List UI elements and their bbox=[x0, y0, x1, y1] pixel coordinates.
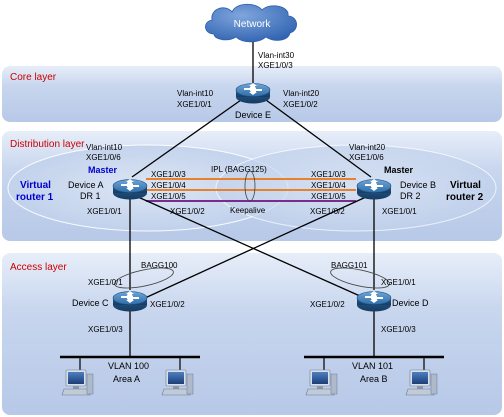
virtual-router-2-label-line1: Virtual bbox=[450, 180, 481, 191]
virtual-router-1-label-line2: router 1 bbox=[16, 192, 54, 203]
area-a-vlan-label: VLAN 100 bbox=[108, 361, 149, 371]
device-c-router-icon bbox=[112, 290, 148, 312]
b-up-port-label: XGE1/0/6 bbox=[349, 153, 384, 162]
d-up-port-1: XGE1/0/1 bbox=[381, 278, 416, 287]
link-e-b bbox=[265, 99, 372, 178]
virtual-router-1-label-line1: Virtual bbox=[20, 180, 51, 191]
device-d-name: Device D bbox=[392, 298, 429, 308]
keepalive-label: Keepalive bbox=[230, 206, 266, 215]
network-label: Network bbox=[234, 19, 272, 30]
pc-icon-area-a-1 bbox=[61, 369, 94, 396]
distribution-layer-title: Distribution layer bbox=[10, 139, 85, 150]
link-a-d bbox=[137, 196, 361, 297]
ipl-aggregation-mark bbox=[244, 170, 256, 202]
pc-icon-area-b-2 bbox=[405, 369, 438, 396]
c-down-port: XGE1/0/3 bbox=[88, 325, 123, 334]
link-e-a bbox=[131, 99, 242, 178]
a-down-port-2: XGE1/0/2 bbox=[170, 207, 205, 216]
b-up-vlan-label: Vlan-int20 bbox=[349, 143, 386, 152]
a-down-port-1: XGE1/0/1 bbox=[87, 207, 122, 216]
area-b-name: Area B bbox=[360, 374, 388, 384]
a-keepalive-port: XGE1/0/5 bbox=[151, 192, 186, 201]
area-a-name: Area A bbox=[113, 374, 140, 384]
virtual-router-2-label-line2: router 2 bbox=[446, 192, 484, 203]
network-cloud-icon: Network bbox=[205, 3, 297, 43]
a-up-port-label: XGE1/0/6 bbox=[86, 153, 121, 162]
c-up-port-2: XGE1/0/2 bbox=[150, 300, 185, 309]
e-left-port-label: XGE1/0/1 bbox=[177, 100, 212, 109]
bagg101-label: BAGG101 bbox=[331, 261, 368, 270]
link-b-c bbox=[144, 196, 367, 299]
a-ipl-port-2: XGE1/0/4 bbox=[151, 181, 186, 190]
bagg100-label: BAGG100 bbox=[141, 261, 178, 270]
a-up-vlan-label: Vlan-int10 bbox=[86, 143, 123, 152]
e-up-vlan-label: Vlan-int30 bbox=[258, 51, 295, 60]
device-a-name: Device A bbox=[68, 180, 104, 190]
b-down-port-2: XGE1/0/2 bbox=[310, 207, 345, 216]
bagg100-mark bbox=[114, 267, 174, 289]
a-ipl-port-1: XGE1/0/3 bbox=[151, 170, 186, 179]
b-ipl-port-2: XGE1/0/4 bbox=[311, 181, 346, 190]
b-ipl-port-1: XGE1/0/3 bbox=[311, 170, 346, 179]
device-e-router-icon bbox=[235, 82, 271, 104]
b-down-port-1: XGE1/0/1 bbox=[382, 207, 417, 216]
d-down-port: XGE1/0/3 bbox=[381, 325, 416, 334]
device-b-role: DR 2 bbox=[400, 191, 421, 201]
ipl-label: IPL (BAGG125) bbox=[211, 165, 267, 174]
device-a-master-label: Master bbox=[88, 165, 118, 175]
device-d-router-icon bbox=[356, 290, 392, 312]
virtual-router-2-oval bbox=[215, 144, 497, 232]
device-b-name: Device B bbox=[400, 180, 436, 190]
area-b-vlan-label: VLAN 101 bbox=[352, 361, 393, 371]
e-right-port-label: XGE1/0/2 bbox=[283, 100, 318, 109]
pc-icon-area-b-1 bbox=[305, 369, 338, 396]
access-layer-title: Access layer bbox=[10, 262, 67, 273]
device-b-master-label: Master bbox=[384, 165, 414, 175]
pc-icon-area-a-2 bbox=[161, 369, 194, 396]
device-b-router-icon bbox=[356, 178, 392, 200]
device-e-name: Device E bbox=[235, 110, 271, 120]
d-up-port-2: XGE1/0/2 bbox=[310, 300, 345, 309]
bagg101-mark bbox=[330, 267, 390, 289]
device-a-router-icon bbox=[112, 178, 148, 200]
e-right-vlan-label: Vlan-int20 bbox=[283, 89, 320, 98]
b-keepalive-port: XGE1/0/5 bbox=[311, 192, 346, 201]
device-c-name: Device C bbox=[72, 298, 109, 308]
e-left-vlan-label: Vlan-int10 bbox=[177, 89, 214, 98]
c-up-port-1: XGE1/0/1 bbox=[88, 278, 123, 287]
e-up-port-label: XGE1/0/3 bbox=[258, 61, 293, 70]
core-layer-title: Core layer bbox=[10, 72, 57, 83]
device-a-role: DR 1 bbox=[80, 191, 101, 201]
